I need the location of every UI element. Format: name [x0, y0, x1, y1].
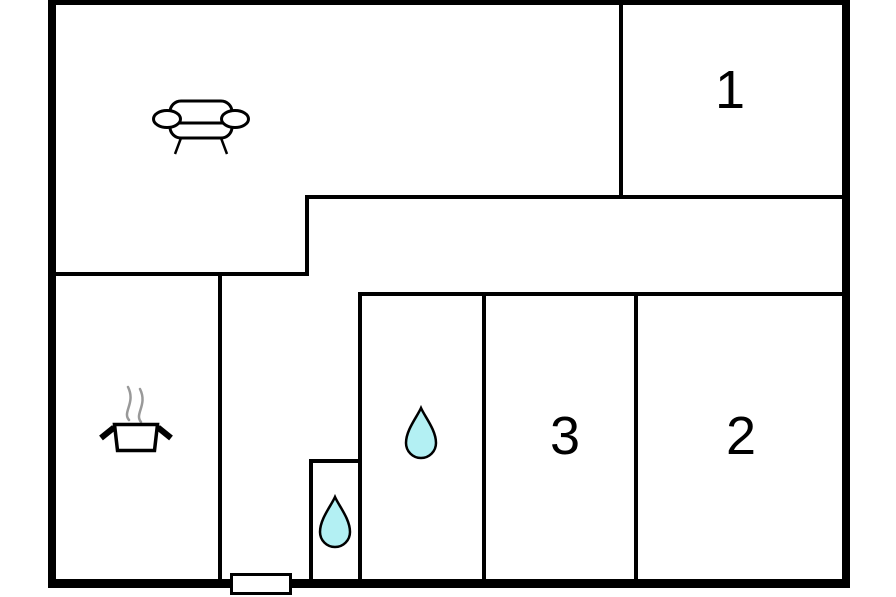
room-1-label: 1	[714, 60, 746, 120]
cooking-pot-icon	[99, 385, 173, 453]
room-2-label: 2	[725, 406, 757, 466]
entrance-door	[230, 573, 292, 595]
wall-exterior-left	[48, 0, 56, 588]
wall-living-bottom	[56, 272, 309, 276]
wall-bathroom-left	[358, 292, 362, 579]
wall-room2-room3-divider	[634, 296, 638, 579]
water-drop-icon	[318, 493, 352, 549]
wall-hallway-top	[306, 195, 842, 199]
wall-wc-left	[309, 459, 313, 579]
wall-exterior-bottom	[48, 579, 850, 588]
wall-kitchen-right	[218, 272, 222, 579]
wall-living-room1-divider	[619, 5, 623, 199]
wall-exterior-top	[48, 0, 850, 5]
wall-living-jog-vertical	[305, 195, 309, 276]
wall-bedrooms-top	[358, 292, 842, 296]
wall-room3-left	[482, 296, 486, 579]
water-drop-icon	[404, 404, 438, 460]
wall-exterior-right	[842, 0, 850, 588]
room-3-label: 3	[549, 406, 581, 466]
sofa-icon	[152, 99, 250, 155]
wall-wc-top	[309, 459, 362, 463]
